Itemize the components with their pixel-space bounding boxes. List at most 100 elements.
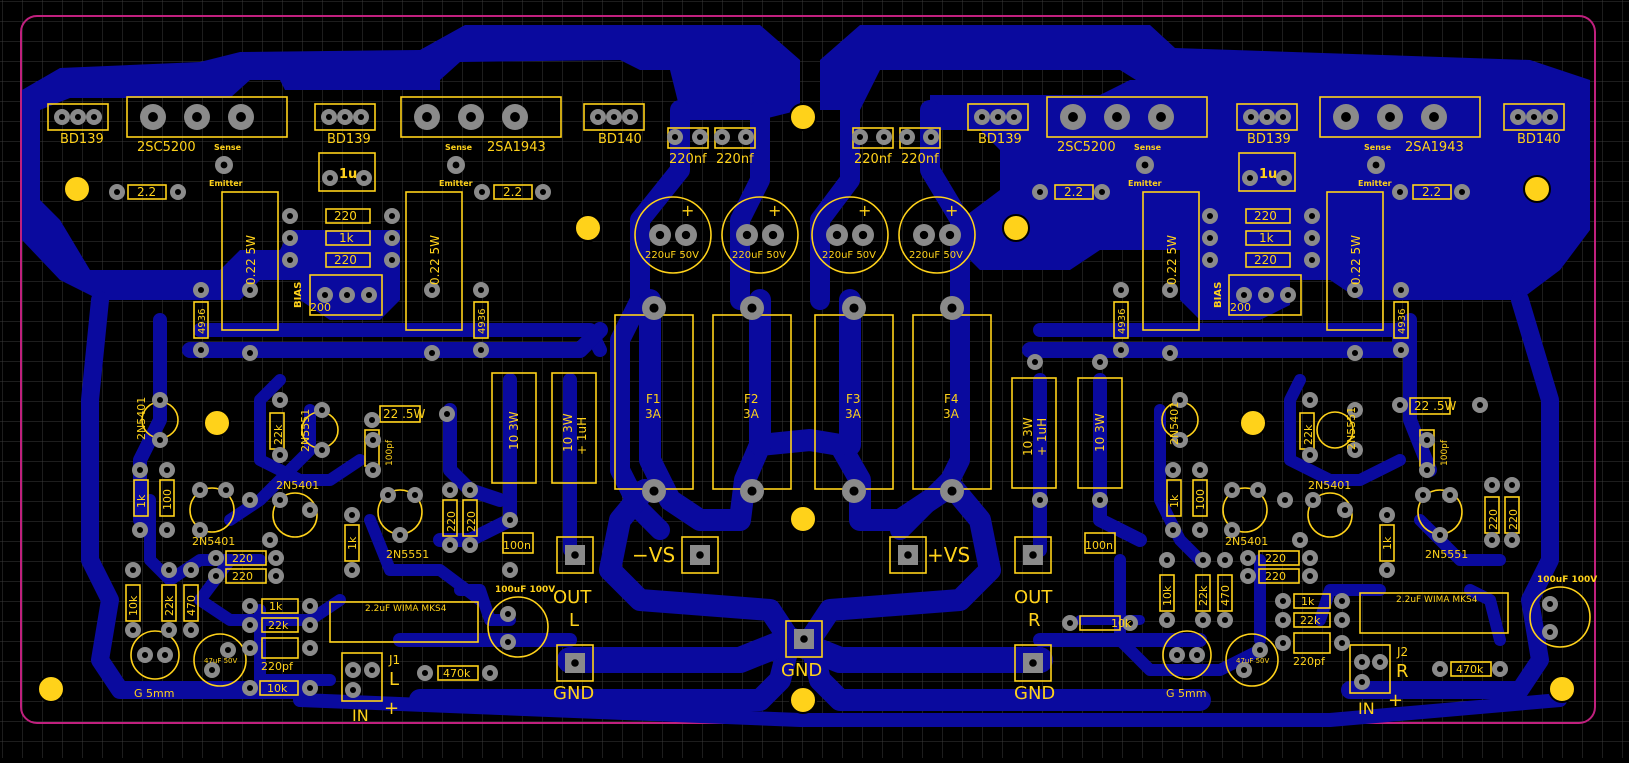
pad-hole	[156, 436, 164, 444]
label-sense: Sense	[214, 143, 242, 152]
pad-hole	[1296, 536, 1304, 544]
pad-hole	[945, 230, 955, 240]
copper-trace	[409, 479, 801, 711]
label-4936: 4936	[1117, 309, 1128, 334]
pad-hole	[768, 230, 778, 240]
label-resistor: 1k	[339, 231, 354, 245]
2sc5200-outline	[126, 96, 288, 138]
plus-mark: +	[768, 201, 781, 220]
resistor-body	[259, 680, 299, 696]
pad-hole	[1530, 113, 1538, 121]
pad-hole	[1169, 466, 1177, 474]
transistor-outline	[1307, 492, 1353, 538]
pad-hole	[286, 212, 294, 220]
label-bd139: BD139	[327, 132, 371, 147]
pad-hole	[1206, 256, 1214, 264]
label-emitter: Emitter	[1358, 179, 1392, 188]
label-cap-1u: 1u	[1259, 167, 1277, 182]
label-2n5551: 2N5551	[1425, 548, 1468, 561]
pad-hole	[1341, 506, 1349, 514]
resistor-body	[325, 252, 371, 268]
label-plus-vs: +VS	[927, 543, 970, 567]
pad-hole	[161, 651, 169, 659]
pad-hole	[1306, 572, 1314, 580]
pad-hole	[849, 486, 859, 496]
pad-hole	[1488, 536, 1496, 544]
pad-hole	[1096, 496, 1104, 504]
pad-hole	[1117, 286, 1125, 294]
pad-hole	[1228, 526, 1236, 534]
pad-hole	[1199, 616, 1207, 624]
pad-hole	[452, 161, 460, 169]
label-1k: 1k	[1301, 595, 1315, 608]
label-in-plus: +	[1388, 690, 1403, 711]
label-j1: J1	[388, 653, 400, 667]
pad-hole	[1166, 349, 1174, 357]
label-10k: 10k	[1161, 585, 1174, 606]
copper-trace	[1403, 313, 1437, 477]
label-220nf: 220nf	[716, 152, 754, 167]
pad-hole	[1446, 491, 1454, 499]
label-r022: 0.22 5W	[244, 235, 258, 285]
mounting-holes	[37, 103, 1576, 714]
cap-220uf-outline	[634, 196, 712, 274]
pad-hole	[174, 188, 182, 196]
copper-trace	[182, 322, 608, 358]
pad-hole	[246, 644, 254, 652]
label-1k: 1k	[346, 536, 359, 550]
copper-trace	[293, 693, 1567, 727]
gnd-l-pad-outline	[556, 644, 594, 682]
label-cap-1u: 1u	[339, 167, 357, 182]
resistor-bodies	[125, 184, 1520, 696]
copper-pour-right-top	[820, 25, 1590, 320]
pad-hole	[994, 113, 1002, 121]
led-outline	[130, 630, 180, 680]
label-2n5401: 2N5401	[1308, 479, 1351, 492]
label-220nf: 220nf	[669, 152, 707, 167]
wima-cap-outline	[329, 601, 479, 643]
pad-hole	[1397, 286, 1405, 294]
pad-hole	[1419, 491, 1427, 499]
pad-hole	[321, 291, 329, 299]
label-10k: 10k	[267, 682, 288, 695]
label-22k: 22k	[268, 619, 289, 632]
minus-vs-pad-outline	[681, 536, 719, 574]
pad-hole	[276, 496, 284, 504]
resistor-body	[462, 499, 478, 537]
pad-hole	[858, 230, 868, 240]
resistor-body	[1258, 550, 1300, 566]
pad-hole	[800, 635, 808, 643]
transistor-outline	[1222, 487, 1268, 533]
pad-hole	[1206, 234, 1214, 242]
pad-hole	[306, 684, 314, 692]
pad-hole	[466, 541, 474, 549]
label-sense: Sense	[1134, 143, 1162, 152]
resistor-body	[1079, 615, 1121, 631]
cap-1u-outline	[318, 152, 376, 192]
pads	[54, 104, 1558, 698]
r10-3w-outline	[1011, 377, 1057, 489]
pad-hole	[903, 133, 911, 141]
label-resistor: 220	[1254, 253, 1277, 267]
pad-hole	[1228, 486, 1236, 494]
plus-mark: +	[945, 201, 958, 220]
copper-trace	[1284, 374, 1406, 486]
pad-hole	[187, 566, 195, 574]
pad-hole	[411, 491, 419, 499]
pad-hole	[1169, 526, 1177, 534]
label-47uf: 47uF 50V	[1236, 657, 1270, 665]
j2-outline	[1349, 644, 1391, 694]
pad-hole	[1098, 188, 1106, 196]
label-100uf: 100uF 100V	[495, 585, 555, 595]
pad-hole	[220, 161, 228, 169]
silkscreen-text: BD139 2SC5200 BD139 2SA1943 BD140 Sense …	[60, 132, 1597, 725]
resistor-body	[1166, 479, 1182, 517]
pad-hole	[196, 486, 204, 494]
label-22k: 22k	[1197, 585, 1210, 606]
pad-hole	[1196, 526, 1204, 534]
pad-hole	[1496, 665, 1504, 673]
pad-hole	[1514, 113, 1522, 121]
wima-cap-outline	[1359, 592, 1509, 634]
label-220: 220	[1487, 509, 1500, 530]
pad-hole	[478, 188, 486, 196]
